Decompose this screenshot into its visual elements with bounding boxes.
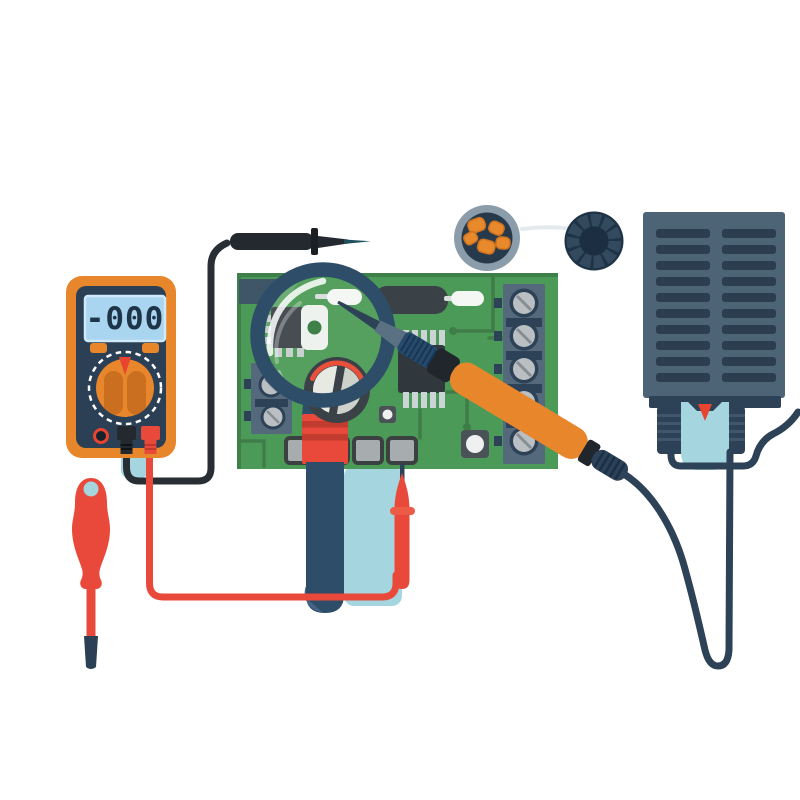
spool-core — [580, 227, 608, 255]
screwdriver-handle — [72, 478, 110, 589]
iron-holder — [681, 402, 729, 470]
multimeter: -000 — [66, 276, 176, 458]
handle-cap-dot — [83, 481, 99, 497]
solder-chunks — [463, 216, 511, 255]
cleaning-pad — [344, 466, 402, 606]
stand-body — [643, 212, 785, 398]
lens-content — [265, 277, 362, 393]
dial-pointer — [119, 357, 131, 375]
black-probe-collar — [311, 228, 318, 255]
iron-shaft — [374, 320, 409, 350]
dial-knob-lobes — [104, 371, 146, 415]
stand-power-cord — [667, 408, 800, 470]
screwdriver — [72, 478, 110, 669]
red-plug — [141, 426, 160, 454]
lcd-display — [83, 294, 167, 343]
black-plug — [117, 426, 136, 454]
solder-dish — [454, 205, 520, 271]
knurl-ribs — [399, 334, 438, 367]
red-probe-wire — [146, 442, 400, 601]
lead-stub — [315, 294, 329, 299]
soldering-iron-stand — [620, 212, 800, 670]
iron-cord — [620, 448, 734, 670]
red-probe — [390, 463, 415, 589]
black-probe-wire — [123, 239, 231, 485]
pcb-edge-top — [237, 273, 558, 277]
strain-relief-left — [657, 406, 685, 454]
screwdriver-shank — [86, 585, 96, 637]
grip-stripe — [302, 434, 348, 441]
cord-relief-ribs — [593, 450, 626, 480]
via-large — [461, 430, 489, 458]
dial-scale-ring — [87, 350, 163, 426]
red-probe-collar — [390, 507, 415, 515]
trace-pad — [463, 423, 471, 431]
lcd-reading: -000 — [86, 301, 165, 337]
terminal-block-left — [244, 363, 292, 434]
iron-tip-in-holder — [698, 404, 712, 421]
grip-stripe — [302, 421, 348, 428]
iron-handle — [449, 362, 588, 459]
handle-highlight — [304, 586, 322, 612]
soldering-iron — [337, 300, 629, 481]
power-resistor — [374, 286, 448, 314]
glass-highlight-arc — [266, 277, 327, 357]
aux-port — [93, 428, 109, 444]
black-probe-body — [230, 233, 314, 250]
black-probe — [230, 228, 371, 255]
magnifying-glass — [250, 262, 396, 613]
glass-highlight-arc-faint — [274, 301, 302, 364]
stand-vents — [656, 229, 776, 382]
capacitor-polarity-arc — [310, 360, 364, 382]
black-probe-needle — [344, 239, 371, 244]
black-probe-nose — [318, 236, 348, 248]
solder-spool — [520, 211, 624, 271]
via-small — [379, 406, 396, 423]
function-button-right — [142, 343, 159, 353]
iron-tip — [337, 300, 382, 332]
iron-end-cap — [577, 439, 601, 467]
spool-segments — [566, 213, 622, 269]
red-probe-body — [394, 473, 410, 589]
solder-joint — [327, 289, 362, 305]
pcb-edge-left — [237, 273, 241, 469]
function-button-left — [90, 343, 107, 353]
handle-shaft — [306, 462, 344, 613]
capsule-lead — [451, 291, 484, 306]
screwdriver-bit — [84, 636, 98, 669]
trace-pad — [449, 327, 457, 335]
